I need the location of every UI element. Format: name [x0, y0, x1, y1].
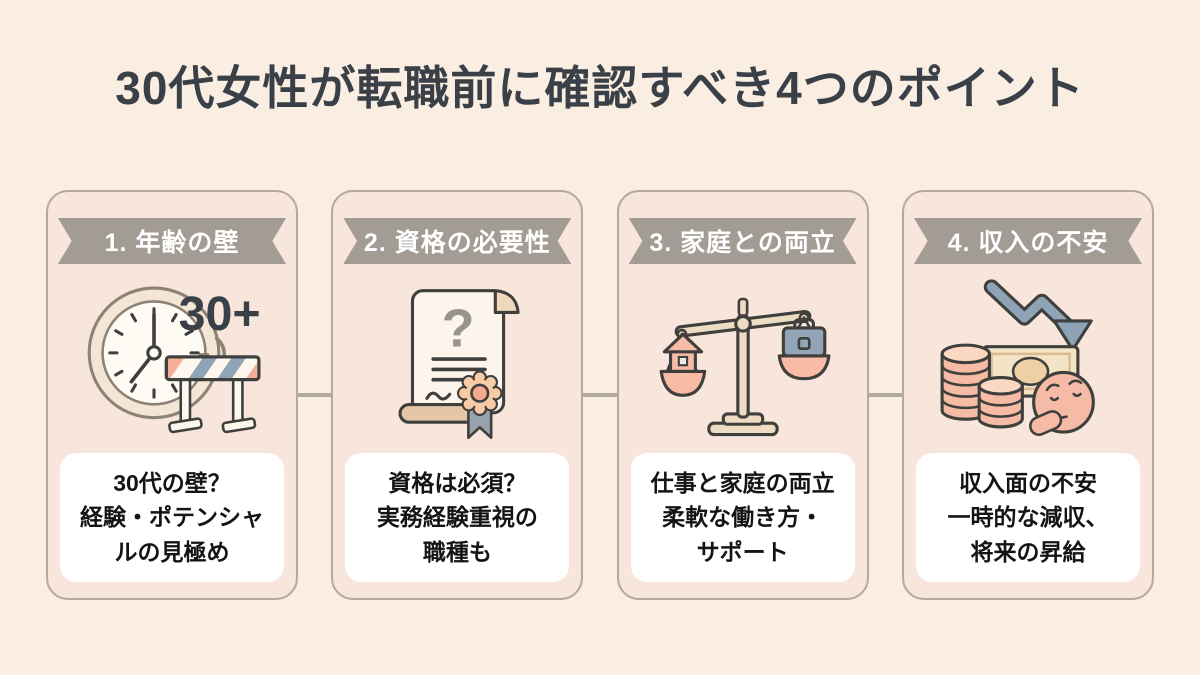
summary-box-3: 仕事と家庭の両立 柔軟な働き方・ サポート: [630, 452, 855, 582]
card-income-anxiety: 4. 収入の不安: [901, 190, 1154, 600]
barrier-icon: [164, 355, 261, 434]
ribbon-heading-3: 3. 家庭との両立: [628, 218, 857, 264]
certificate-icon: ?: [398, 289, 520, 424]
age-30-plus-label: 30+: [179, 287, 261, 341]
page-title: 30代女性が転職前に確認すべき4つのポイント: [115, 62, 1085, 114]
work-home-balance-scale-icon: [659, 297, 831, 437]
ribbon-heading-4: 4. 収入の不安: [913, 218, 1142, 264]
income-decline-worry-icon: [940, 279, 1095, 437]
icon-area-4: [904, 264, 1152, 453]
card-qualifications: 2. 資格の必要性 ?: [331, 190, 584, 600]
card-age-wall: 1. 年齢の壁: [46, 190, 298, 600]
ribbon-heading-2: 2. 資格の必要性: [343, 218, 572, 264]
home-pan: [659, 329, 706, 398]
decline-arrow-icon: [983, 279, 1093, 352]
thinking-face-icon: [1029, 371, 1095, 437]
summary-box-1: 30代の壁？ 経験・ポテンシャ ルの見極め: [60, 452, 284, 582]
icon-area-1: 30+: [48, 264, 296, 453]
scale-icon: [674, 297, 812, 437]
summary-box-2: 資格は必須？ 実務経験重視の 職種も: [345, 452, 570, 582]
connector-line: [120, 393, 1080, 397]
coin-stack-icon: [940, 343, 1024, 429]
icon-area-3: [619, 264, 867, 453]
briefcase-icon: [781, 318, 826, 358]
summary-box-4: 収入面の不安 一時的な減収、 将来の昇給: [915, 452, 1140, 582]
cards-row: 1. 年齢の壁: [0, 190, 1200, 600]
seal-ribbon-icon: [457, 370, 503, 440]
certificate-question-icon: ?: [398, 289, 520, 440]
house-icon: [662, 332, 703, 374]
ribbon-heading-1: 1. 年齢の壁: [58, 218, 286, 264]
clock-age-barrier-icon: 30+: [87, 286, 261, 434]
card-family-balance: 3. 家庭との両立: [616, 190, 869, 600]
work-pan: [777, 312, 831, 381]
icon-area-2: ?: [333, 264, 581, 453]
question-mark: ?: [442, 299, 475, 359]
